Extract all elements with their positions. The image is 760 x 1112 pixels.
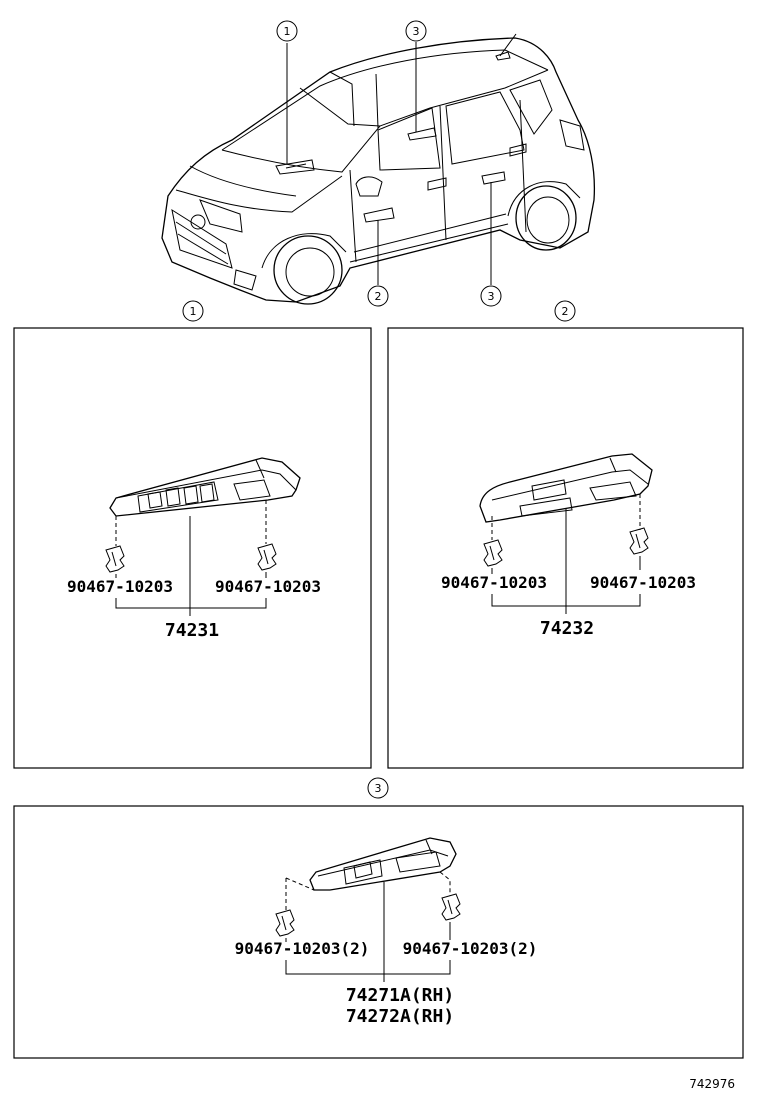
- svg-text:3: 3: [413, 25, 420, 38]
- panel-2-part-number: 74232: [540, 618, 594, 639]
- panel-3-clip-right-number: 90467-10203(2): [403, 939, 538, 958]
- panel-3-part-number-a: 74271A(RH): [346, 985, 454, 1006]
- panel-3-clip-left: [275, 909, 295, 937]
- panel-1-clip-left-number: 90467-10203: [67, 577, 173, 596]
- panel-2-frame: [387, 327, 744, 769]
- panel-1: 1 90467-10203 90467-: [13, 300, 372, 769]
- panel-1-part-number: 74231: [165, 620, 219, 641]
- panel-1-clip-right: [257, 543, 277, 571]
- panel-2-switch-base: [479, 453, 653, 523]
- svg-text:3: 3: [375, 782, 382, 795]
- panel-3-label: 3: [367, 777, 389, 799]
- panel-3-switch-base: [309, 837, 457, 891]
- panel-1-label: 1: [182, 300, 204, 322]
- svg-text:3: 3: [488, 290, 495, 303]
- svg-text:1: 1: [284, 25, 291, 38]
- vehicle-illustration: [161, 33, 596, 305]
- panel-1-clip-left: [105, 545, 125, 573]
- callout-2-bottom: 2: [367, 285, 389, 307]
- panel-2: 2 90467-10203 90467-10203 74232: [387, 300, 744, 769]
- panel-2-clip-left: [483, 539, 503, 567]
- panel-2-clip-right: [629, 527, 649, 555]
- svg-text:2: 2: [562, 305, 569, 318]
- panel-1-frame: [13, 327, 372, 769]
- panel-3: 3 90467-10203(2) 90467-10203(2) 74271: [13, 777, 744, 1059]
- panel-2-clip-right-number: 90467-10203: [590, 573, 696, 592]
- callout-3-bottom: 3: [480, 285, 502, 307]
- panel-3-clip-left-number: 90467-10203(2): [235, 939, 370, 958]
- panel-2-label: 2: [554, 300, 576, 322]
- figure-number: 742976: [689, 1077, 735, 1091]
- callout-3-top: 3: [405, 20, 427, 42]
- svg-text:2: 2: [375, 290, 382, 303]
- panel-2-clip-left-number: 90467-10203: [441, 573, 547, 592]
- panel-1-clip-right-number: 90467-10203: [215, 577, 321, 596]
- panel-3-frame: [13, 805, 744, 1059]
- panel-3-clip-right: [441, 893, 461, 921]
- panel-3-part-number-b: 74272A(RH): [346, 1006, 454, 1027]
- svg-text:1: 1: [190, 305, 197, 318]
- callout-1-top: 1: [276, 20, 298, 42]
- panel-1-switch-base: [109, 457, 301, 517]
